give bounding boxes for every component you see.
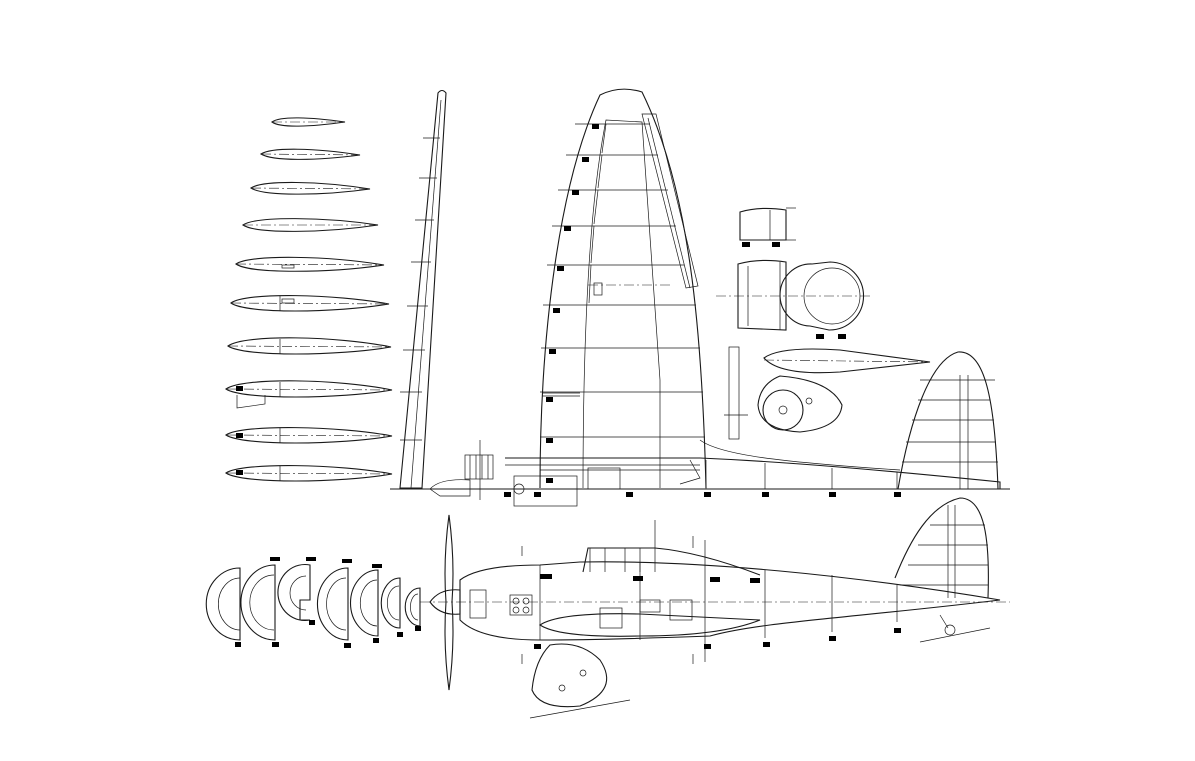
wing-rib	[235, 256, 385, 272]
propeller-icon	[429, 514, 461, 691]
former	[240, 557, 280, 647]
landing-gear-detail	[724, 346, 931, 440]
former	[277, 557, 316, 625]
former	[316, 559, 352, 648]
cowl-detail-parts	[716, 207, 870, 339]
fuselage-top-view	[390, 351, 1010, 507]
fuselage-formers	[205, 557, 421, 648]
wing-rib	[230, 295, 390, 312]
fuselage-side-view	[420, 497, 1010, 719]
wing-rib	[225, 427, 393, 444]
former	[349, 564, 382, 643]
wing-rib	[242, 218, 379, 232]
wing-rib	[250, 181, 371, 195]
former	[205, 567, 241, 647]
engine-icon	[429, 440, 494, 500]
former	[380, 577, 403, 637]
wing-rib	[271, 117, 346, 127]
wing-rib	[225, 380, 393, 409]
wing-rib	[259, 148, 361, 160]
wing-rib	[227, 337, 392, 355]
wing-planform	[539, 88, 707, 489]
wing-spar-view	[399, 89, 447, 489]
former	[404, 587, 421, 631]
wing-rib	[225, 465, 393, 482]
wing-rib-sections	[225, 117, 393, 482]
